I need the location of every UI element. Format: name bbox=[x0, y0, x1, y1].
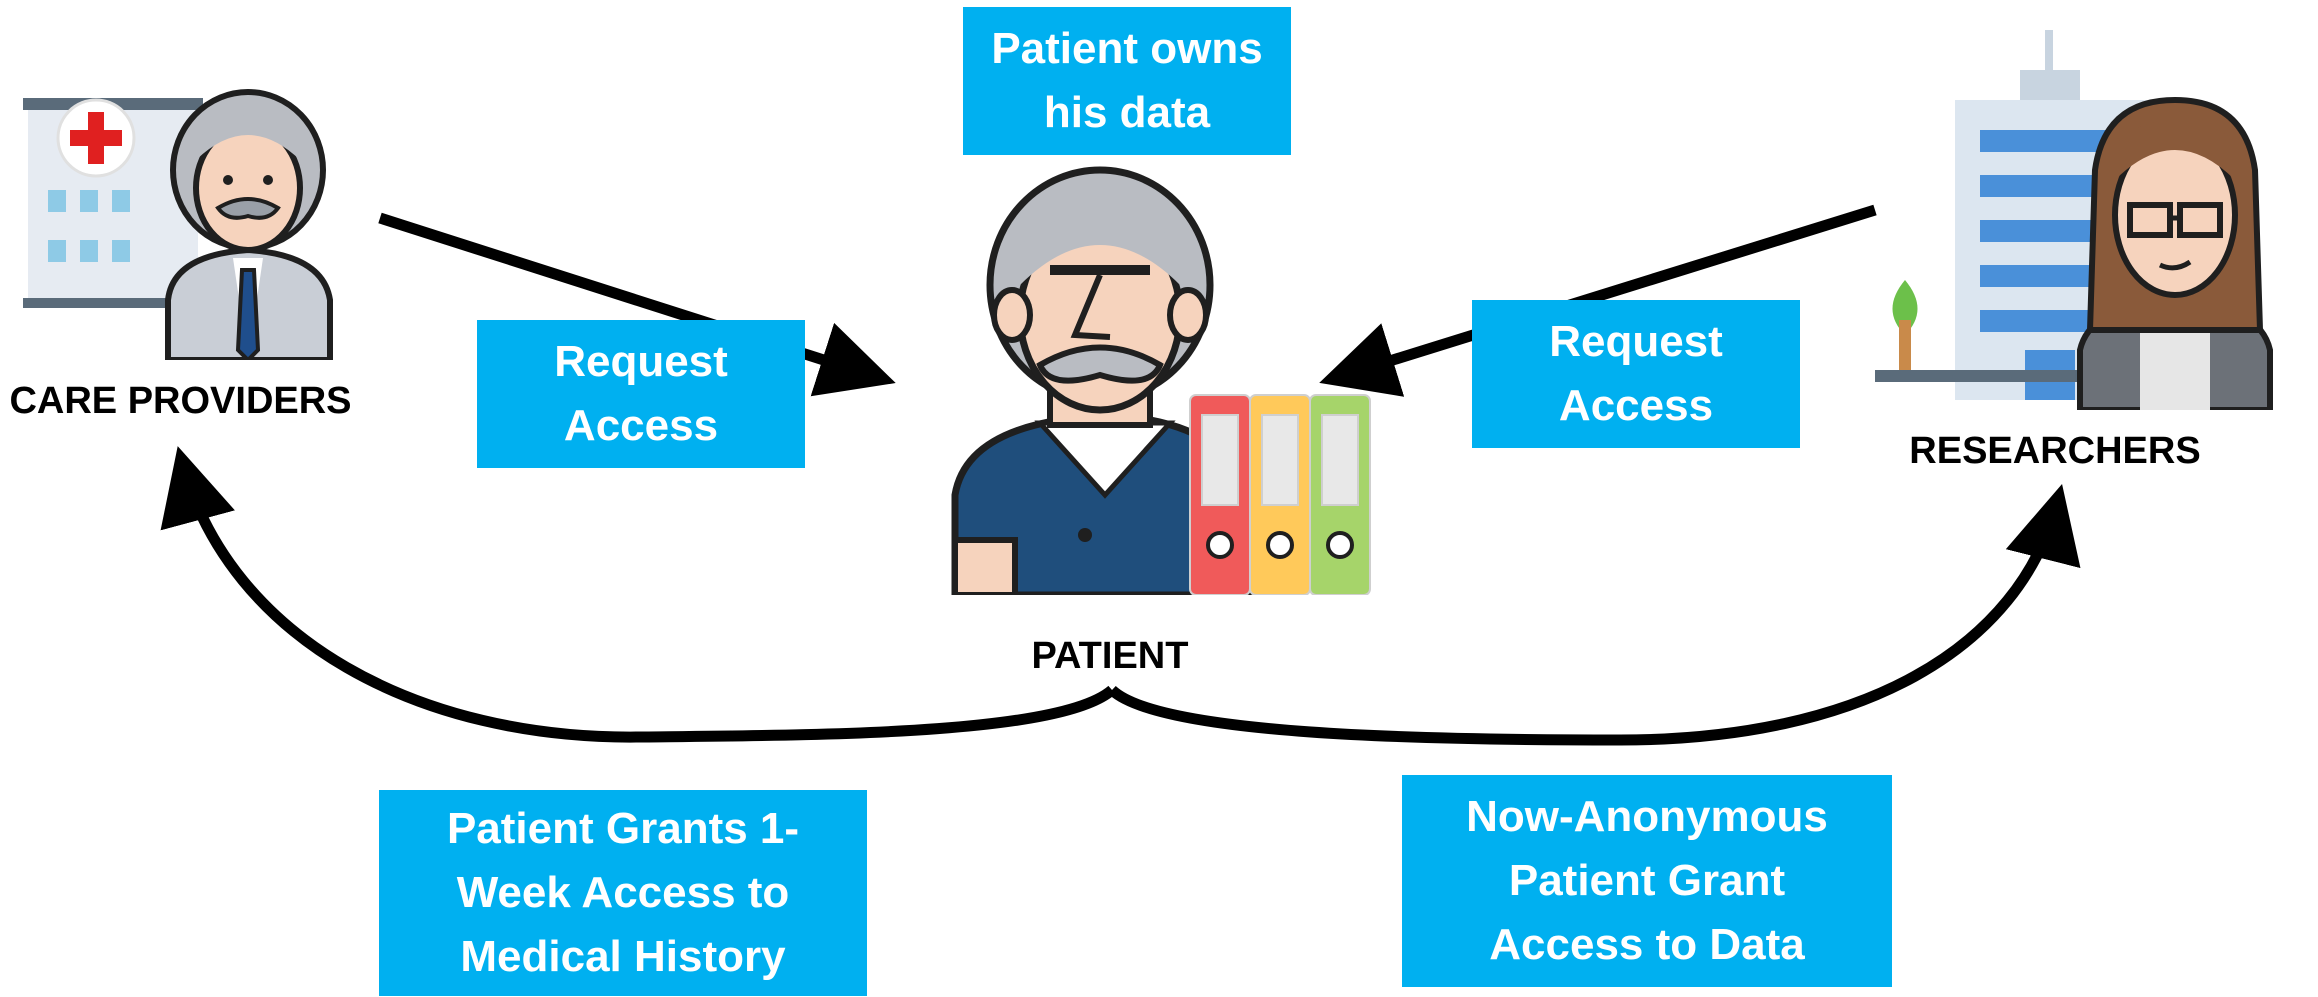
researcher-with-building-icon bbox=[1875, 30, 2273, 410]
care-providers-label: CARE PROVIDERS bbox=[9, 380, 352, 422]
anonymous-patient-grants-research-access-box: Now-Anonymous Patient Grant Access to Da… bbox=[1402, 775, 1892, 987]
request-access-left-box: Request Access bbox=[477, 320, 805, 468]
patient-grants-care-access-box: Patient Grants 1-Week Access to Medical … bbox=[379, 790, 867, 996]
patient-with-binders-icon bbox=[951, 166, 1371, 595]
arrow-researchers-to-patient bbox=[1319, 204, 1877, 397]
patient-label: PATIENT bbox=[1031, 635, 1189, 677]
doctor-with-hospital-icon bbox=[23, 89, 333, 360]
patient-owns-data-box: Patient owns his data bbox=[963, 7, 1291, 155]
arrow-patient-to-researchers bbox=[1108, 484, 2081, 746]
binders bbox=[1189, 394, 1371, 595]
researchers-label: RESEARCHERS bbox=[1909, 430, 2201, 472]
request-access-right-box: Request Access bbox=[1472, 300, 1800, 448]
arrow-patient-to-care bbox=[160, 446, 1116, 743]
